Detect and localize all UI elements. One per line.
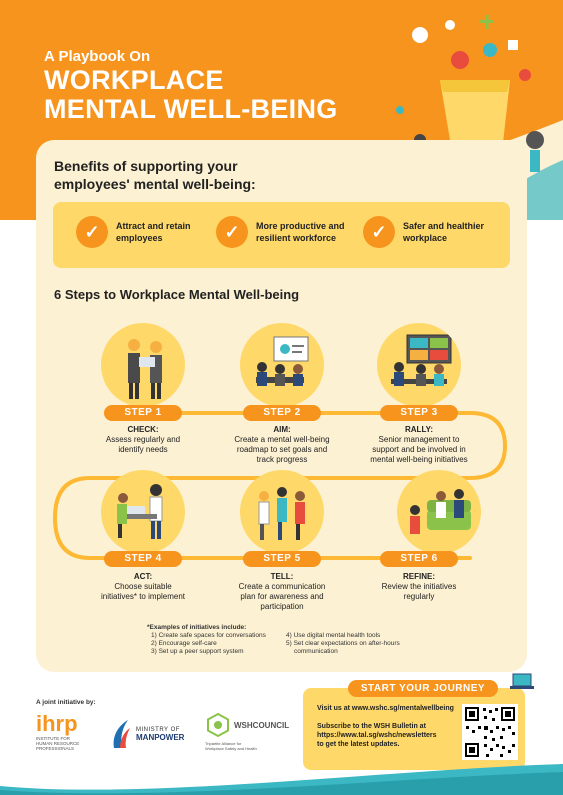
wsh-tag-line: Tripartite Alliance for	[205, 741, 242, 746]
step-5-illustration	[240, 470, 324, 554]
benefit-item-2: ✓ More productive and resilient workforc…	[216, 216, 366, 248]
ihrp-abbr: ihrp	[36, 711, 78, 736]
subscribe-line: Subscribe to the WSH Bulletin at	[317, 723, 426, 730]
step-2-illustration	[240, 323, 324, 407]
qr-code[interactable]	[462, 704, 518, 760]
joint-initiative-label: A joint initiative by:	[36, 699, 96, 706]
step-1-illustration	[101, 323, 185, 407]
step-6-name: REFINE:	[403, 572, 435, 581]
subscribe-line: to get the latest updates.	[317, 741, 400, 748]
step-desc-line: participation	[260, 602, 304, 611]
step-desc-line: roadmap to set goals and	[236, 445, 328, 454]
start-journey-label: START YOUR JOURNEY	[348, 680, 498, 697]
mom-line-2: MANPOWER	[136, 732, 185, 742]
step-5-label: STEP 5	[243, 551, 321, 567]
wsh-name: WSHCOUNCIL	[234, 720, 290, 730]
benefit-line-1: Attract and retain	[116, 221, 191, 231]
ihrp-logo: ihrp INSTITUTE FOR HUMAN RESOURCE PROFES…	[36, 712, 96, 762]
step-desc-line: Assess regularly and	[105, 435, 181, 444]
benefits-heading-line-2: employees' mental well-being:	[54, 176, 256, 192]
step-3-desc: Senior management to support and be invo…	[349, 435, 489, 465]
step-desc-line: Choose suitable	[114, 582, 172, 591]
title-line-1: WORKPLACE	[44, 65, 224, 95]
step-6-label: STEP 6	[380, 551, 458, 567]
step-5-desc: Create a communication plan for awarenes…	[212, 582, 352, 612]
step-4-name: ACT:	[133, 572, 153, 581]
step-4-label: STEP 4	[104, 551, 182, 567]
subscribe-text: Subscribe to the WSH Bulletin at https:/…	[317, 722, 457, 749]
benefit-text: Attract and retain employees	[116, 220, 226, 244]
example-item: communication	[294, 648, 338, 655]
step-6-illustration	[397, 470, 481, 554]
examples-title: *Examples of initiatives include:	[147, 624, 247, 631]
step-desc-line: plan for awareness and	[240, 592, 324, 601]
benefit-text: Safer and healthier workplace	[403, 220, 513, 244]
mom-line-1: MINISTRY OF	[136, 726, 180, 733]
ihrp-name-line: PROFESSIONALS	[36, 746, 75, 751]
step-desc-line: Senior management to	[378, 435, 460, 444]
step-desc-line: initiatives* to implement	[100, 592, 186, 601]
benefit-line-1: Safer and healthier	[403, 221, 485, 231]
laptop-icon	[510, 673, 534, 689]
newsletter-link[interactable]: https://www.tal.sg/wshc/newsletters	[317, 732, 437, 739]
step-1-desc: Assess regularly and identify needs	[73, 435, 213, 455]
step-desc-line: mental well-being initiatives	[370, 455, 468, 464]
benefit-item-3: ✓ Safer and healthier workplace	[363, 216, 513, 248]
ihrp-name-line: HUMAN RESOURCE	[36, 741, 80, 746]
step-3-label: STEP 3	[380, 405, 458, 421]
example-item: 3) Set up a peer support system	[151, 648, 244, 655]
bottom-wave	[0, 764, 563, 795]
benefit-line-2: resilient workforce	[256, 233, 337, 243]
examples-right-column: 4) Use digital mental health tools 5) Se…	[286, 632, 400, 656]
wsh-logo: WSHCOUNCIL Tripartite Alliance for Workp…	[205, 712, 290, 762]
step-desc-line: identify needs	[118, 445, 168, 454]
step-desc-line: Review the initiatives	[381, 582, 457, 591]
example-item: 4) Use digital mental health tools	[286, 632, 381, 639]
step-4-illustration	[101, 470, 185, 554]
step-3-illustration	[377, 323, 461, 407]
step-2-name: AIM:	[273, 425, 291, 434]
step-5-name: TELL:	[270, 572, 294, 581]
mom-logo: MINISTRY OF MANPOWER	[110, 714, 190, 754]
example-item: 2) Encourage self-care	[151, 640, 217, 647]
benefit-line-2: employees	[116, 233, 163, 243]
benefits-heading: Benefits of supporting your employees' m…	[54, 157, 314, 193]
pre-title: A Playbook On	[44, 48, 151, 65]
check-icon: ✓	[216, 216, 248, 248]
visit-link[interactable]: Visit us at www.wshc.sg/mentalwellbeing	[317, 705, 454, 712]
steps-heading: 6 Steps to Workplace Mental Well-being	[54, 287, 300, 302]
step-2-desc: Create a mental well-being roadmap to se…	[212, 435, 352, 465]
step-2-label: STEP 2	[243, 405, 321, 421]
ihrp-name-line: INSTITUTE FOR	[36, 736, 70, 741]
benefits-bar	[53, 202, 510, 268]
check-icon: ✓	[363, 216, 395, 248]
benefit-line-2: workplace	[403, 233, 448, 243]
step-3-name: RALLY:	[405, 425, 433, 434]
step-desc-line: Create a communication	[238, 582, 326, 591]
step-4-desc: Choose suitable initiatives* to implemen…	[73, 582, 213, 602]
check-icon: ✓	[76, 216, 108, 248]
title-line-2: MENTAL WELL-BEING	[44, 94, 338, 124]
benefit-text: More productive and resilient workforce	[256, 220, 366, 244]
step-desc-line: support and be involved in	[372, 445, 466, 454]
example-item: 5) Set clear expectations on after-hours	[286, 640, 400, 647]
benefits-heading-line-1: Benefits of supporting your	[54, 158, 238, 174]
wsh-hexagon-icon	[207, 712, 229, 738]
example-item: 1) Create safe spaces for conversations	[151, 632, 266, 639]
page-title: WORKPLACE MENTAL WELL-BEING	[44, 66, 338, 124]
benefit-line-1: More productive and	[256, 221, 345, 231]
step-1-label: STEP 1	[104, 405, 182, 421]
step-6-desc: Review the initiatives regularly	[349, 582, 489, 602]
wsh-tag-line: Workplace Safety and Health	[205, 746, 257, 751]
mom-emblem-icon	[113, 720, 130, 748]
step-desc-line: regularly	[403, 592, 435, 601]
step-desc-line: Create a mental well-being	[234, 435, 330, 444]
benefit-item-1: ✓ Attract and retain employees	[76, 216, 226, 248]
examples-left-column: 1) Create safe spaces for conversations …	[151, 632, 266, 656]
step-1-name: CHECK:	[127, 425, 159, 434]
step-desc-line: track progress	[256, 455, 308, 464]
